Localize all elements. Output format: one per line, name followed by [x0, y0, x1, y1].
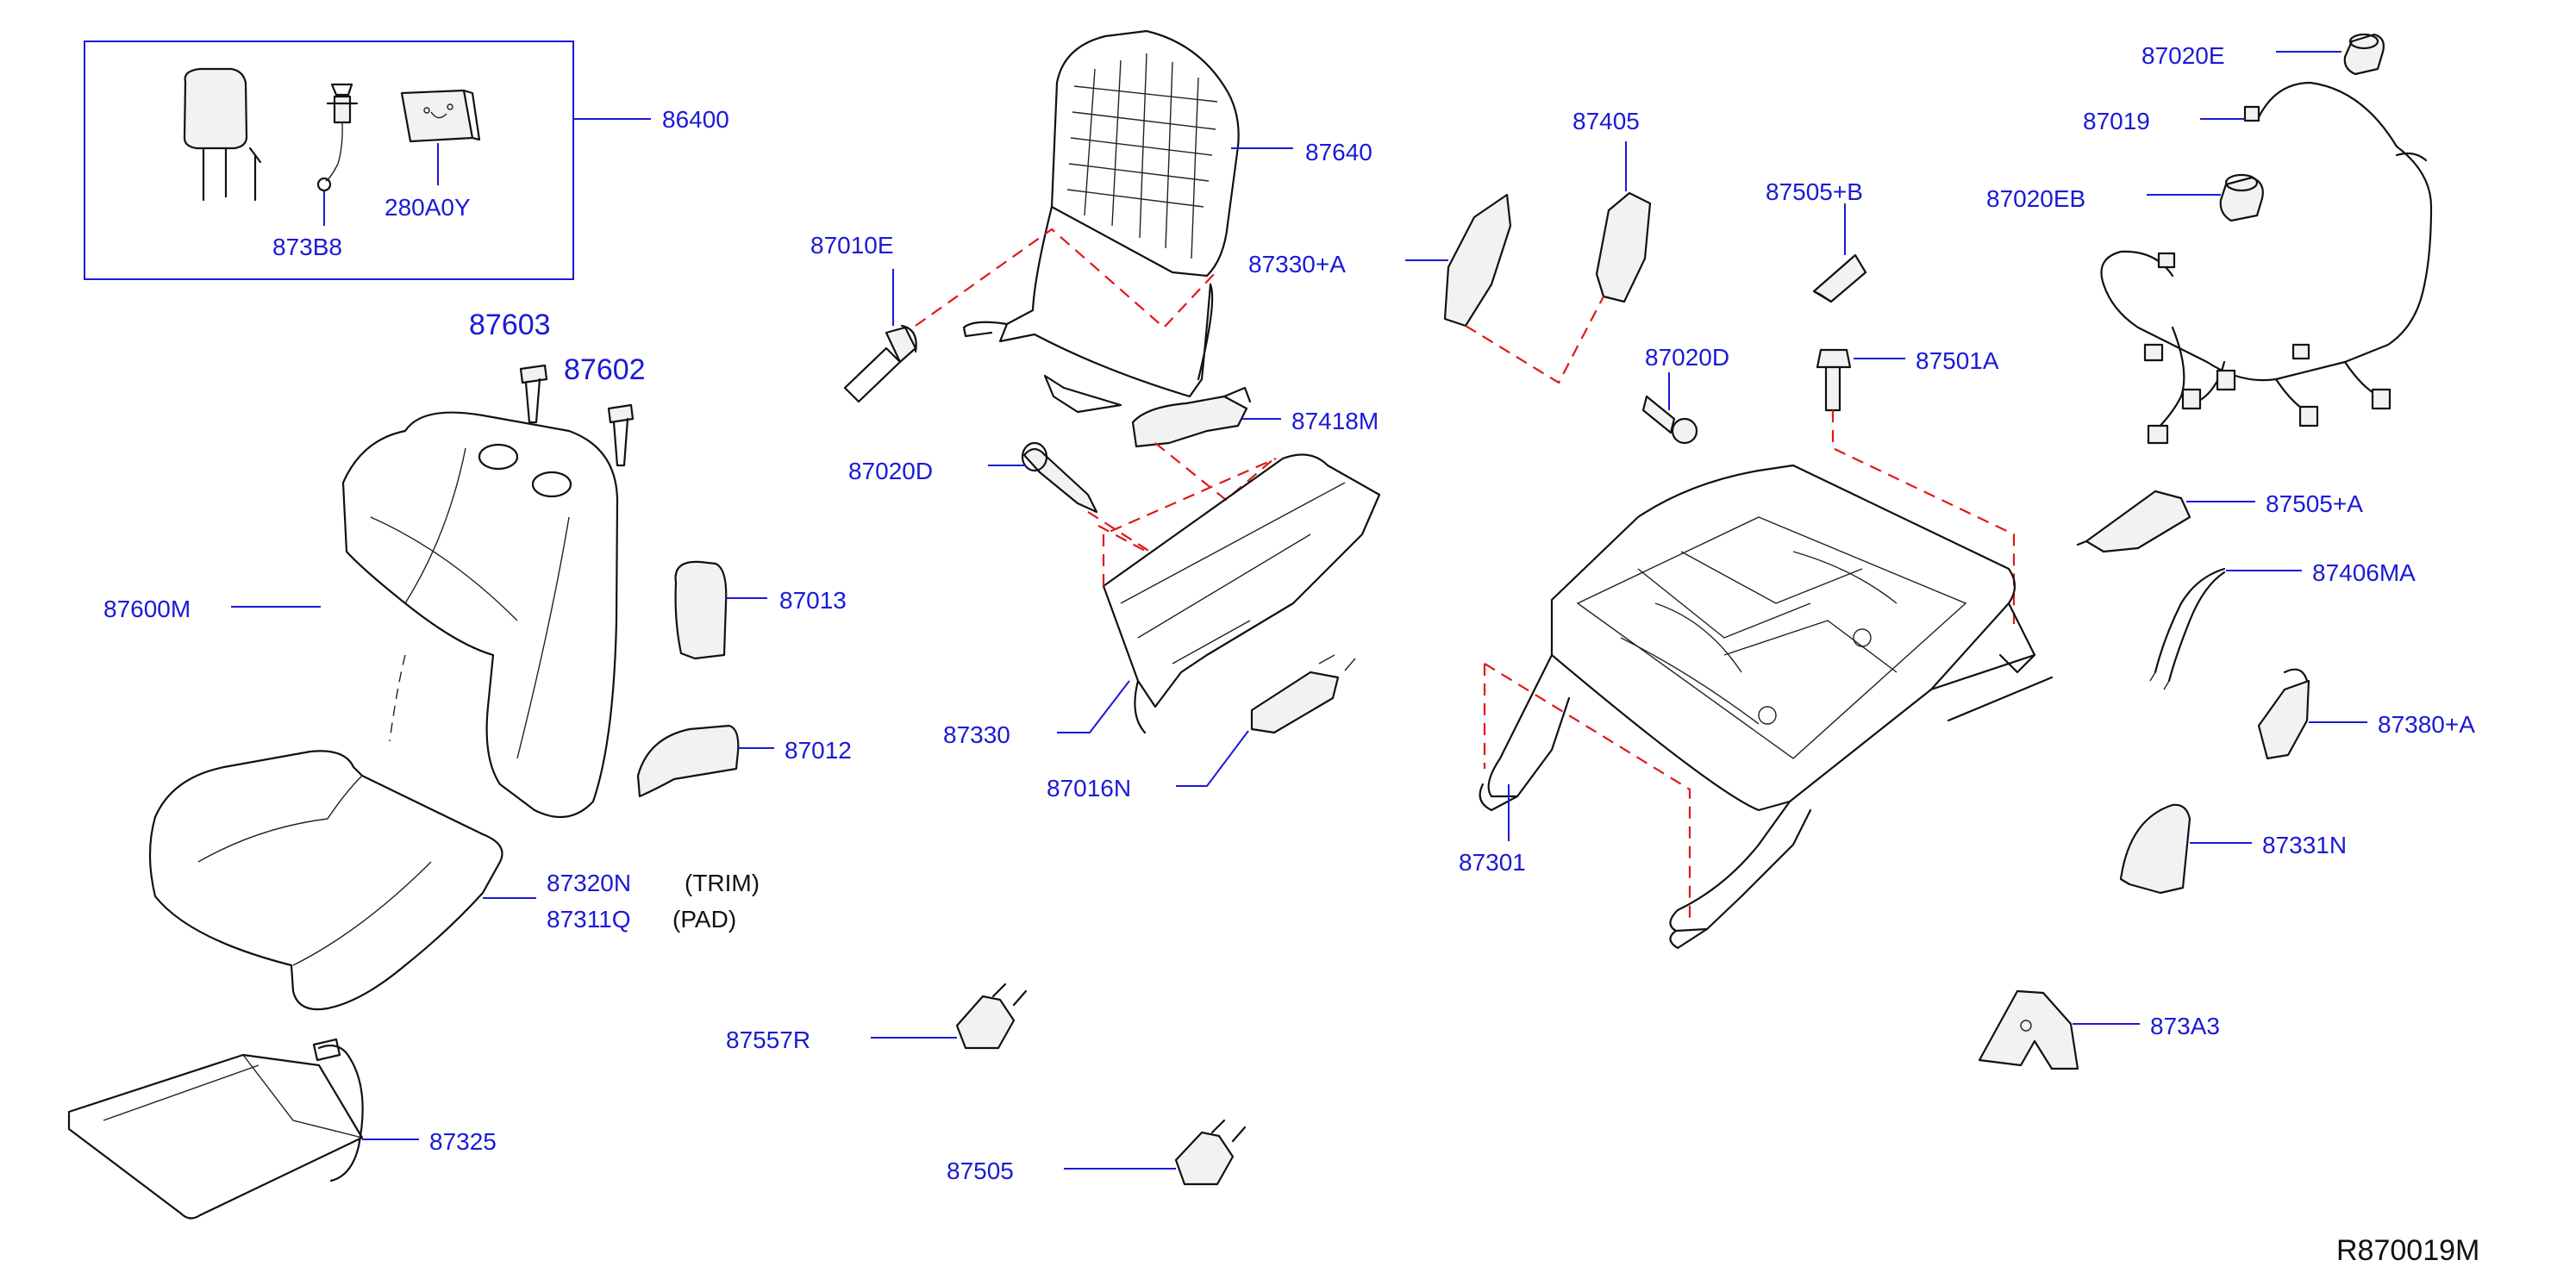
assembly-line-87501A [1831, 410, 2016, 624]
label-87019: 87019 [2083, 108, 2150, 134]
label-87301: 87301 [1459, 849, 1526, 876]
bolt-87501A [1816, 348, 1852, 412]
screw-87020D-right [1641, 395, 1698, 445]
label-87331N: 87331N [2262, 832, 2347, 858]
screw-87020D-left [1021, 441, 1098, 514]
label-87640: 87640 [1305, 139, 1372, 165]
kit-box-86400 [84, 41, 574, 280]
label-87557R: 87557R [726, 1026, 810, 1053]
assembly-line-87640 [915, 228, 1216, 329]
label-87505B: 87505+B [1766, 178, 1863, 205]
bracket-87505B [1812, 253, 1867, 303]
label-87325: 87325 [429, 1128, 497, 1155]
cover-87331N [2119, 803, 2191, 895]
trim-cover-87012 [636, 724, 740, 798]
bracket-87505A [2076, 490, 2191, 553]
label-87013: 87013 [779, 587, 847, 614]
label-280A0Y: 280A0Y [385, 194, 471, 221]
label-87320N: 87320N [547, 870, 631, 896]
bracket-873A3 [1978, 989, 2079, 1070]
label-86400: 86400 [662, 106, 729, 133]
label-87020D-left: 87020D [848, 458, 933, 484]
harness-87406MA [2149, 567, 2226, 690]
seat-back-trim-87600M [341, 411, 619, 819]
cover-87405 [1595, 191, 1652, 303]
label-pad: (PAD) [672, 906, 736, 933]
finisher-87330A [1443, 193, 1512, 328]
label-87603: 87603 [469, 309, 551, 341]
label-87505A: 87505+A [2266, 490, 2363, 517]
label-87020D-right: 87020D [1645, 344, 1729, 371]
cushion-pan-87325 [67, 1038, 364, 1220]
clip-87557R [955, 983, 1028, 1050]
label-87330A: 87330+A [1248, 251, 1346, 278]
headrest-part [183, 67, 262, 202]
label-87418M: 87418M [1291, 408, 1379, 434]
label-87016N: 87016N [1047, 775, 1131, 802]
label-87405: 87405 [1572, 108, 1640, 134]
label-87330: 87330 [943, 721, 1010, 748]
trim-cover-87013 [674, 560, 728, 660]
clip-87020E [2343, 33, 2385, 76]
seat-cushion-87320N [148, 750, 503, 1011]
switch-87016N [1250, 654, 1356, 734]
cover-87380A [2257, 668, 2310, 760]
headrest-holder-87010E [843, 324, 917, 403]
bracket-87418M [1131, 386, 1252, 448]
guide-part-87602 [607, 403, 635, 467]
label-87020EB: 87020EB [1986, 185, 2085, 212]
label-87602: 87602 [564, 353, 646, 386]
label-87010E: 87010E [810, 232, 894, 259]
clip-87020EB [2219, 173, 2264, 222]
label-87012: 87012 [785, 737, 852, 764]
assembly-line-87301 [1483, 663, 1691, 919]
label-trim: (TRIM) [685, 870, 760, 896]
label-87311Q: 87311Q [547, 906, 631, 933]
label-87501A: 87501A [1916, 347, 1999, 374]
harness-87019 [2100, 81, 2433, 445]
label-873A3: 873A3 [2150, 1013, 2220, 1039]
guide-part-87603 [519, 364, 548, 424]
clip-87505 [1174, 1119, 1247, 1186]
module-part-280A0Y [400, 89, 481, 185]
label-87600M: 87600M [103, 596, 191, 622]
side-shield-87330 [1102, 453, 1381, 734]
label-873B8: 873B8 [272, 234, 342, 260]
assembly-line-87405 [1465, 296, 1604, 384]
label-87380A: 87380+A [2378, 711, 2475, 738]
label-87406MA: 87406MA [2312, 559, 2416, 586]
lock-part-873B8 [316, 83, 359, 226]
label-87505: 87505 [947, 1157, 1014, 1184]
diagram-code: R870019M [2336, 1234, 2479, 1267]
seat-frame-87301 [1479, 464, 2054, 950]
label-87020E: 87020E [2141, 42, 2225, 69]
assembly-line-87330-b [1102, 457, 1277, 586]
seatback-frame-87640 [962, 29, 1240, 414]
